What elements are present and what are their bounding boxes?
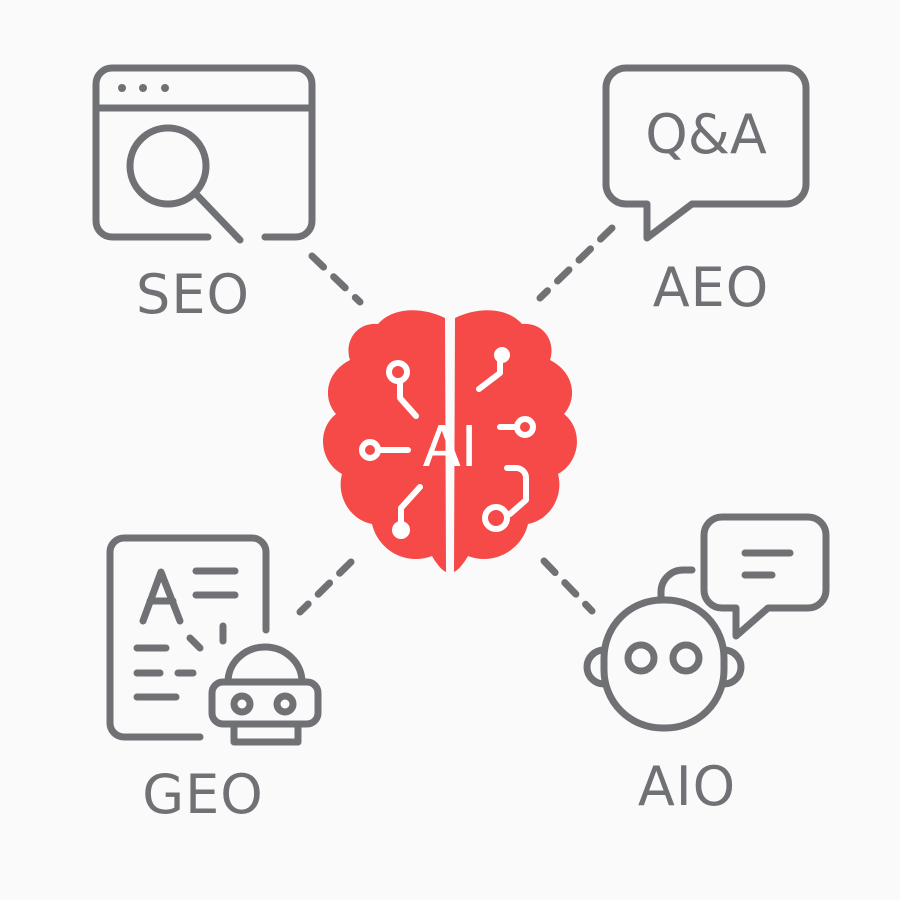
node-label-seo: SEO [136,263,250,326]
qa-speech-bubble-icon [602,64,810,242]
robot-chat-icon [583,513,830,732]
connector-aeo [536,224,616,302]
browser-search-icon [92,64,316,244]
connector-aio [540,557,596,615]
brain-circuit-icon [323,310,577,572]
node-label-aio: AIO [637,755,737,818]
connector-seo [308,252,364,306]
aeo-icon-text: Q&A [645,103,767,166]
connector-geo [296,558,355,616]
center-label: AI [422,415,478,480]
node-label-geo: GEO [142,763,264,826]
node-label-aeo: AEO [652,256,770,319]
document-robot-icon [106,534,322,746]
